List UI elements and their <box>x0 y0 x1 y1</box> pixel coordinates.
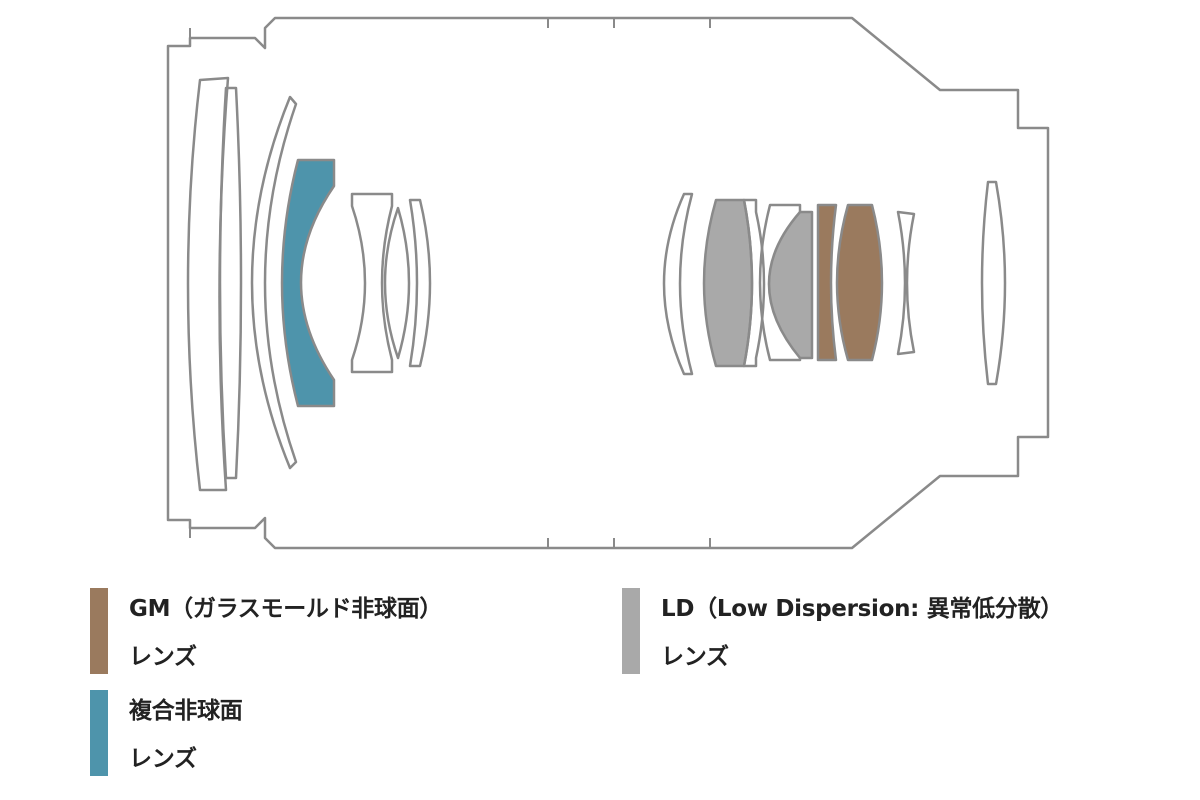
ld-lens <box>702 198 754 368</box>
lens-element-5 <box>350 192 394 374</box>
composite-aspherical-lens <box>280 158 336 408</box>
aspherical-swatch <box>90 690 108 776</box>
ld-label-line2: レンズ <box>661 644 729 670</box>
lens-element-3 <box>250 95 298 470</box>
barrel-tick-marks <box>189 18 711 548</box>
lens-element-6 <box>383 206 411 360</box>
aspherical-label: 複合非球面 レンズ <box>129 687 243 783</box>
gm-label: GM（ガラスモールド非球面） レンズ <box>129 585 442 681</box>
gm-label-line2: レンズ <box>129 644 197 670</box>
gm-swatch <box>90 588 108 674</box>
legend-gm: GM（ガラスモールド非球面） レンズ <box>90 588 590 678</box>
aspherical-label-line2: レンズ <box>129 746 197 772</box>
lens-element-8 <box>662 192 694 376</box>
legend-aspherical: 複合非球面 レンズ <box>90 690 490 780</box>
lens-element-16 <box>980 180 1007 386</box>
lens-element-2 <box>218 86 243 480</box>
gm-label-line1: GM（ガラスモールド非球面） <box>129 596 443 622</box>
ld-label: LD（Low Dispersion: 異常低分散） レンズ <box>661 585 1063 681</box>
lens-construction-diagram <box>166 16 1050 550</box>
ld-lens-2 <box>767 210 814 360</box>
aspherical-label-line1: 複合非球面 <box>129 698 243 724</box>
lens-element-7 <box>408 198 432 368</box>
gm-lens-2 <box>835 203 884 362</box>
ld-label-line1: LD（Low Dispersion: 異常低分散） <box>661 596 1063 622</box>
gm-lens-1 <box>816 203 838 362</box>
lens-element-15 <box>896 210 916 356</box>
ld-swatch <box>622 588 640 674</box>
legend-ld: LD（Low Dispersion: 異常低分散） レンズ <box>622 588 1192 678</box>
lens-element-10 <box>742 198 766 368</box>
